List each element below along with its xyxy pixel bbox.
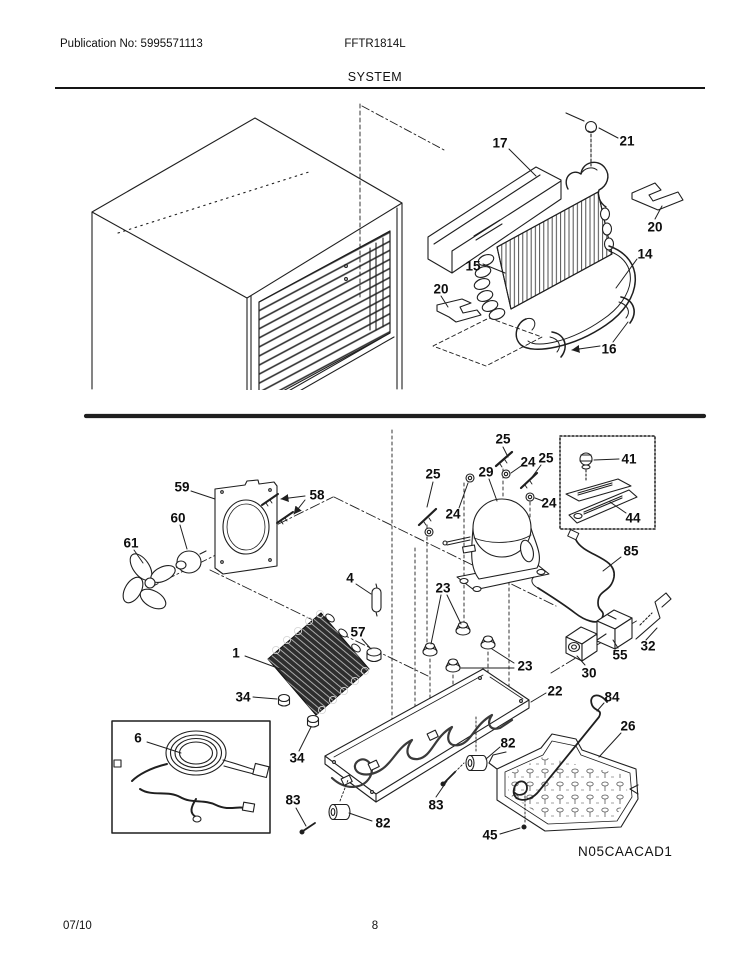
rubber-mounts-23 bbox=[422, 621, 496, 673]
callout-85-label: 85 bbox=[623, 543, 639, 559]
callout-20-left-label: 20 bbox=[433, 281, 449, 297]
callout-16-label: 16 bbox=[601, 341, 617, 357]
model-number: FFTR1814L bbox=[344, 38, 406, 50]
callout-60-label: 60 bbox=[170, 510, 186, 526]
callout-4-label: 4 bbox=[346, 570, 354, 586]
callout-57-label: 57 bbox=[350, 624, 366, 640]
callout-26-label: 26 bbox=[620, 718, 636, 734]
callout-24-right-label: 24 bbox=[541, 495, 557, 511]
callout-15-label: 15 bbox=[465, 258, 481, 274]
screw-45 bbox=[521, 792, 527, 830]
washers-24 bbox=[424, 469, 535, 537]
callout-44-label: 44 bbox=[625, 510, 641, 526]
callout-20-right-label: 20 bbox=[647, 219, 663, 235]
callout-21-label: 21 bbox=[619, 133, 635, 149]
footer-date: 07/10 bbox=[63, 920, 92, 932]
callout-61-label: 61 bbox=[123, 535, 139, 551]
wire-harness-85 bbox=[531, 529, 615, 623]
callout-45-label: 45 bbox=[482, 827, 498, 843]
hardware-box-41-44 bbox=[559, 435, 656, 530]
wire-84 bbox=[512, 694, 608, 801]
callout-83-left-label: 83 bbox=[285, 792, 301, 808]
callout-34-left-label: 34 bbox=[235, 689, 251, 705]
fan-shroud-59 bbox=[214, 479, 278, 575]
callout-6-label: 6 bbox=[134, 730, 142, 746]
relay-cover-32 bbox=[635, 592, 672, 640]
callout-34-bottom-label: 34 bbox=[289, 750, 305, 766]
grommets-34 bbox=[277, 693, 320, 728]
callout-1-label: 1 bbox=[232, 645, 240, 661]
callout-41-label: 41 bbox=[621, 451, 637, 467]
callout-24-top-label: 24 bbox=[520, 454, 536, 470]
base-plate-22 bbox=[324, 668, 530, 803]
callout-30-label: 30 bbox=[581, 665, 597, 681]
fan-blade-61 bbox=[122, 553, 176, 610]
plug-30 bbox=[565, 626, 607, 662]
callout-82-right-label: 82 bbox=[500, 735, 516, 751]
projection-lines-top bbox=[359, 103, 447, 299]
callout-22-label: 22 bbox=[547, 683, 563, 699]
top-cover-panel-17 bbox=[427, 166, 562, 274]
callout-29-label: 29 bbox=[478, 464, 494, 480]
callout-25-right-label: 25 bbox=[538, 450, 554, 466]
callout-55-label: 55 bbox=[612, 647, 628, 663]
callout-82-bottom-label: 82 bbox=[375, 815, 391, 831]
callout-32-label: 32 bbox=[640, 638, 656, 654]
grommet-57 bbox=[366, 647, 382, 663]
evaporator-15 bbox=[473, 161, 615, 320]
suction-tube-14 bbox=[515, 245, 636, 350]
callout-25-left-label: 25 bbox=[425, 466, 441, 482]
callout-59-label: 59 bbox=[174, 479, 190, 495]
callout-23-top-label: 23 bbox=[435, 580, 451, 596]
publication-number: Publication No: 5995571113 bbox=[60, 38, 203, 50]
callout-84-label: 84 bbox=[604, 689, 620, 705]
section-title: SYSTEM bbox=[347, 70, 403, 84]
drier-4 bbox=[371, 583, 382, 617]
drain-pan-26 bbox=[488, 733, 639, 832]
shroud-screws-58 bbox=[261, 493, 294, 525]
callout-24-left-label: 24 bbox=[445, 506, 461, 522]
callout-83-right-label: 83 bbox=[428, 797, 444, 813]
screws-83 bbox=[299, 762, 465, 835]
power-cord-6 bbox=[111, 720, 271, 834]
callout-23-right-label: 23 bbox=[517, 658, 533, 674]
compressor-29 bbox=[442, 498, 550, 593]
bracket-20-left bbox=[432, 298, 543, 367]
callout-25-top-label: 25 bbox=[495, 431, 511, 447]
callout-58-label: 58 bbox=[309, 487, 325, 503]
leader-lines-top bbox=[440, 127, 663, 353]
callout-14-label: 14 bbox=[637, 246, 653, 262]
bracket-20-right bbox=[631, 182, 684, 211]
header-rule bbox=[55, 87, 705, 89]
diagram-code: N05CAACAD1 bbox=[578, 844, 673, 859]
clips-16 bbox=[549, 296, 635, 358]
cabinet bbox=[91, 117, 403, 390]
bolt-21 bbox=[565, 112, 598, 167]
condenser-coil-1 bbox=[267, 609, 370, 716]
relay-55 bbox=[596, 609, 633, 650]
footer-page-number: 8 bbox=[371, 920, 379, 932]
callout-17-label: 17 bbox=[492, 135, 508, 151]
rollers-82 bbox=[328, 715, 488, 821]
compressor-screws-25 bbox=[417, 450, 539, 527]
leader-lines-bottom bbox=[133, 446, 658, 835]
